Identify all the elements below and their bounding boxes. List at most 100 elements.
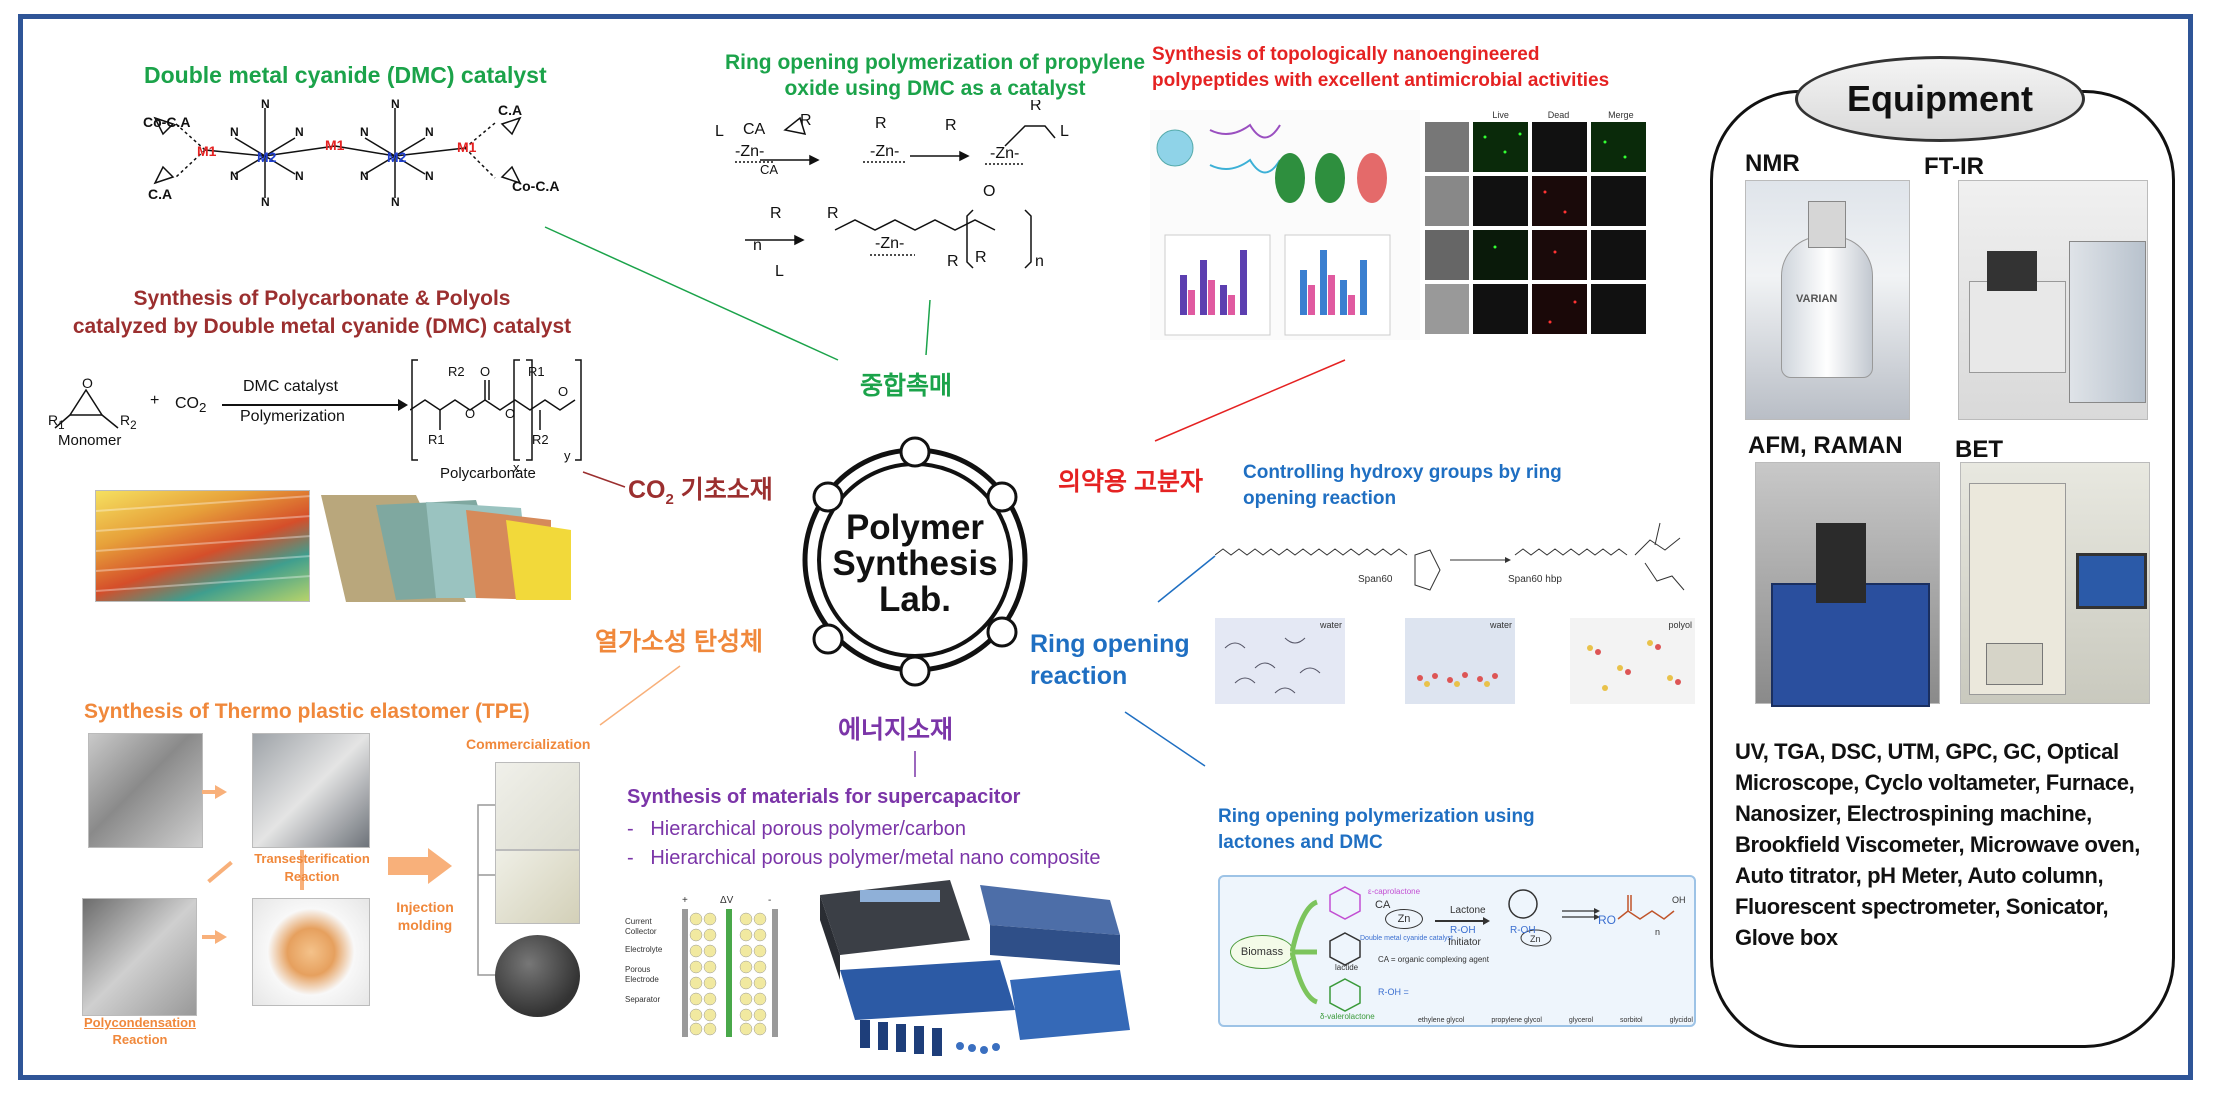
tpe-photo-product-2: [495, 850, 580, 924]
hub-co2-sub: 2: [665, 491, 674, 508]
dmc-label-ca-bl: C.A: [148, 186, 173, 202]
hub-medical: 의약용 고분자: [1058, 468, 1203, 496]
equipment-list-line-4: Brookfield Viscometer, Microwave oven,: [1735, 832, 2140, 857]
svg-text:M1: M1: [197, 143, 217, 159]
tpe-photo-polycond: [82, 898, 197, 1016]
lactone-ro: RO: [1598, 913, 1616, 927]
hub-energy: 에너지소재: [838, 716, 954, 744]
center-title: Polymer Synthesis Lab.: [820, 510, 1010, 618]
tpe-inject-arrow: [388, 857, 430, 875]
svg-text:O: O: [505, 406, 515, 421]
tpe-inject-arrow-head: [428, 848, 452, 884]
svg-text:N: N: [360, 125, 369, 139]
svg-text:O: O: [82, 375, 93, 391]
equipment-title: Equipment: [1795, 56, 2085, 142]
tpe-inject-line1: Injection: [396, 899, 454, 915]
tpe-inject-line2: molding: [397, 917, 453, 933]
hydroxy-title-line2: opening reaction: [1243, 488, 1397, 509]
lactone-lactone-label: Lactone: [1450, 905, 1486, 916]
svg-text:n: n: [1035, 253, 1044, 270]
equipment-list-line-7: Glove box: [1735, 925, 1838, 950]
pc-catalyst-label: DMC catalyst: [243, 378, 339, 395]
equipment-bet-photo: [1960, 462, 2150, 704]
pc-title: Synthesis of Polycarbonate & Polyols cat…: [37, 285, 607, 341]
peptide-figure: [1150, 110, 1420, 340]
afm-enclosure: [1771, 583, 1930, 707]
ring-node: [899, 655, 931, 687]
lactone-zn: Zn: [1385, 909, 1423, 929]
nmr-varian-text: VARIAN: [1796, 293, 1838, 305]
tpe-arrow-3: [215, 930, 227, 944]
svg-text:O: O: [558, 384, 568, 399]
microscopy-header-live: Live: [1492, 110, 1509, 120]
tpe-arrow-3-shaft: [202, 935, 216, 939]
pc-reaction-arrow: [222, 404, 400, 406]
svg-text:N: N: [425, 169, 434, 183]
ftir-unit-2: [2069, 241, 2146, 403]
ftir-unit-1: [1969, 281, 2066, 373]
nmr-magnet: [1781, 236, 1873, 378]
svg-text:O: O: [465, 406, 475, 421]
supercap-item-1: - Hierarchical porous polymer/carbon: [627, 818, 967, 840]
supercap-item-2-text: Hierarchical porous polymer/metal nano c…: [650, 847, 1101, 869]
supercap-label-collector: Current Collector: [625, 917, 657, 936]
svg-text:O: O: [983, 183, 995, 200]
lactone-monomers: [1329, 886, 1361, 1012]
peptide-title: Synthesis of topologically nanoengineere…: [1152, 42, 1609, 94]
equipment-ftir-photo: [1958, 180, 2148, 420]
svg-text:R: R: [875, 115, 887, 132]
pc-plus: +: [150, 392, 160, 409]
center-ring: [802, 436, 1028, 687]
svg-text:N: N: [295, 125, 304, 139]
svg-text:-Zn-: -Zn-: [990, 145, 1019, 162]
equipment-list-line-5: Auto titrator, pH Meter, Auto column,: [1735, 863, 2104, 888]
peptide-title-line2: polypeptides with excellent antimicrobia…: [1152, 70, 1610, 91]
ring-node: [986, 481, 1018, 513]
pc-r2: R2: [120, 412, 137, 432]
svg-text:R: R: [800, 112, 812, 129]
tpe-bracket: [477, 804, 498, 976]
svg-text:R: R: [947, 253, 959, 270]
pc-films-drawing: [321, 495, 571, 602]
svg-text:N: N: [360, 169, 369, 183]
svg-text:R2: R2: [532, 432, 549, 447]
svg-text:-Zn-: -Zn-: [735, 143, 764, 160]
equipment-list-line-2: Microscope, Cyclo voltameter, Furnace,: [1735, 770, 2135, 795]
svg-text:R1: R1: [428, 432, 445, 447]
dmc-label-coca-br: Co-C.A: [512, 178, 560, 194]
hub-ring-line1: Ring opening: [1030, 630, 1190, 658]
dmc-label-coca-tl: Co-C.A: [143, 114, 191, 130]
micelle-panel-2-label: water: [1489, 620, 1512, 630]
svg-text:R1: R1: [528, 364, 545, 379]
microscopy-header-dead: Dead: [1547, 110, 1570, 120]
micelle-panel-3-drawing: [1587, 640, 1681, 691]
lactone-roh-2: R-OH: [1510, 925, 1536, 936]
svg-text:M2: M2: [387, 149, 407, 165]
pc-arrow-head: [398, 399, 408, 411]
ring-node: [986, 616, 1018, 648]
ftir-accessory: [1987, 251, 2037, 291]
tpe-photo-reactor: [88, 733, 203, 848]
hub-co2: CO2 기초소재: [628, 470, 773, 508]
svg-text:R: R: [1030, 100, 1042, 114]
lactone-alcohols: ethylene glycol propylene glycol glycero…: [1418, 979, 1693, 1024]
supercap-plus: +: [682, 895, 688, 906]
tpe-arrow-1-shaft: [202, 790, 216, 794]
lactone-arrow-head: [1483, 917, 1490, 925]
tpe-poly-line2: Reaction: [112, 1032, 168, 1047]
equipment-afm-photo: [1755, 462, 1940, 707]
tpe-trans-line2: Reaction: [284, 869, 340, 884]
svg-text:M1: M1: [325, 137, 345, 153]
svg-text:L: L: [715, 123, 724, 140]
pc-sheets-stripes: [95, 495, 312, 592]
equipment-list: UV, TGA, DSC, UTM, GPC, GC, Optical Micr…: [1735, 736, 2140, 953]
lactone-initiator: Initiator: [1448, 937, 1481, 948]
svg-text:R2: R2: [448, 364, 465, 379]
ring-node: [812, 623, 844, 655]
rop-po-title: Ring opening polymerization of propylene…: [680, 50, 1190, 102]
pc-co2-sub: 2: [199, 400, 207, 416]
hub-catalyst: 중합촉매: [860, 372, 953, 400]
svg-text:-Zn-: -Zn-: [870, 143, 899, 160]
